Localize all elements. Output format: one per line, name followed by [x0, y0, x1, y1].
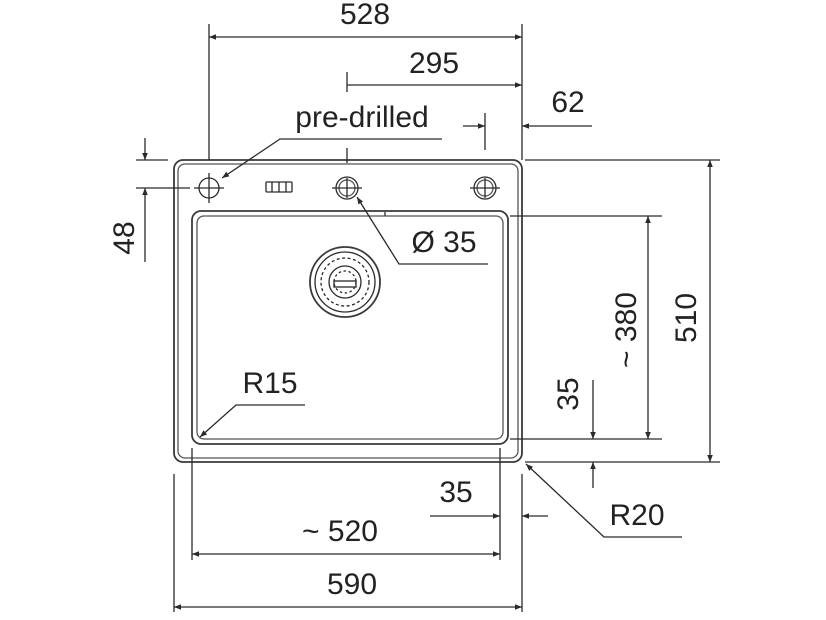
dimension-35-horizontal: 35	[430, 476, 548, 519]
dimension-35-horizontal-label: 35	[439, 476, 472, 509]
dimension-48-label: 48	[108, 221, 141, 254]
dimension-590: 590	[174, 568, 522, 610]
dimension-62: 62	[463, 86, 592, 129]
pre-drilled-callout: pre-drilled	[221, 101, 442, 179]
sink-outline	[173, 159, 523, 463]
extension-lines	[136, 24, 720, 612]
radius-20-label: R20	[609, 499, 664, 532]
dimension-520: ~ 520	[192, 515, 500, 557]
tap-hole-left	[194, 173, 224, 203]
hole-diameter-callout: Ø 35	[356, 196, 488, 265]
dimension-295: 295	[347, 47, 522, 88]
tap-hole-right	[470, 176, 500, 200]
dimension-62-label: 62	[551, 86, 584, 119]
dimension-295-label: 295	[409, 47, 459, 80]
dimension-590-label: 590	[327, 568, 377, 601]
pre-drilled-label: pre-drilled	[295, 101, 428, 134]
radius-15-callout: R15	[199, 367, 305, 438]
dimension-520-label: ~ 520	[302, 515, 378, 548]
radius-15-label: R15	[242, 367, 297, 400]
radius-20-callout: R20	[525, 463, 682, 538]
dimension-35-vertical-label: 35	[552, 377, 585, 410]
tap-hole-center	[332, 148, 362, 200]
dimension-380: ~ 380	[610, 216, 651, 439]
drain-strainer	[309, 246, 381, 318]
bowl-outline	[191, 210, 509, 445]
dimension-35-vertical: 35	[552, 377, 596, 488]
overflow-slot	[265, 181, 293, 193]
dimension-528: 528	[209, 0, 522, 40]
dimension-528-label: 528	[340, 0, 390, 31]
dimension-48: 48	[108, 138, 148, 262]
dimension-380-label: ~ 380	[610, 292, 643, 368]
dimension-510-label: 510	[670, 293, 703, 343]
dimension-510: 510	[670, 160, 713, 462]
hole-diameter-label: Ø 35	[411, 226, 476, 259]
